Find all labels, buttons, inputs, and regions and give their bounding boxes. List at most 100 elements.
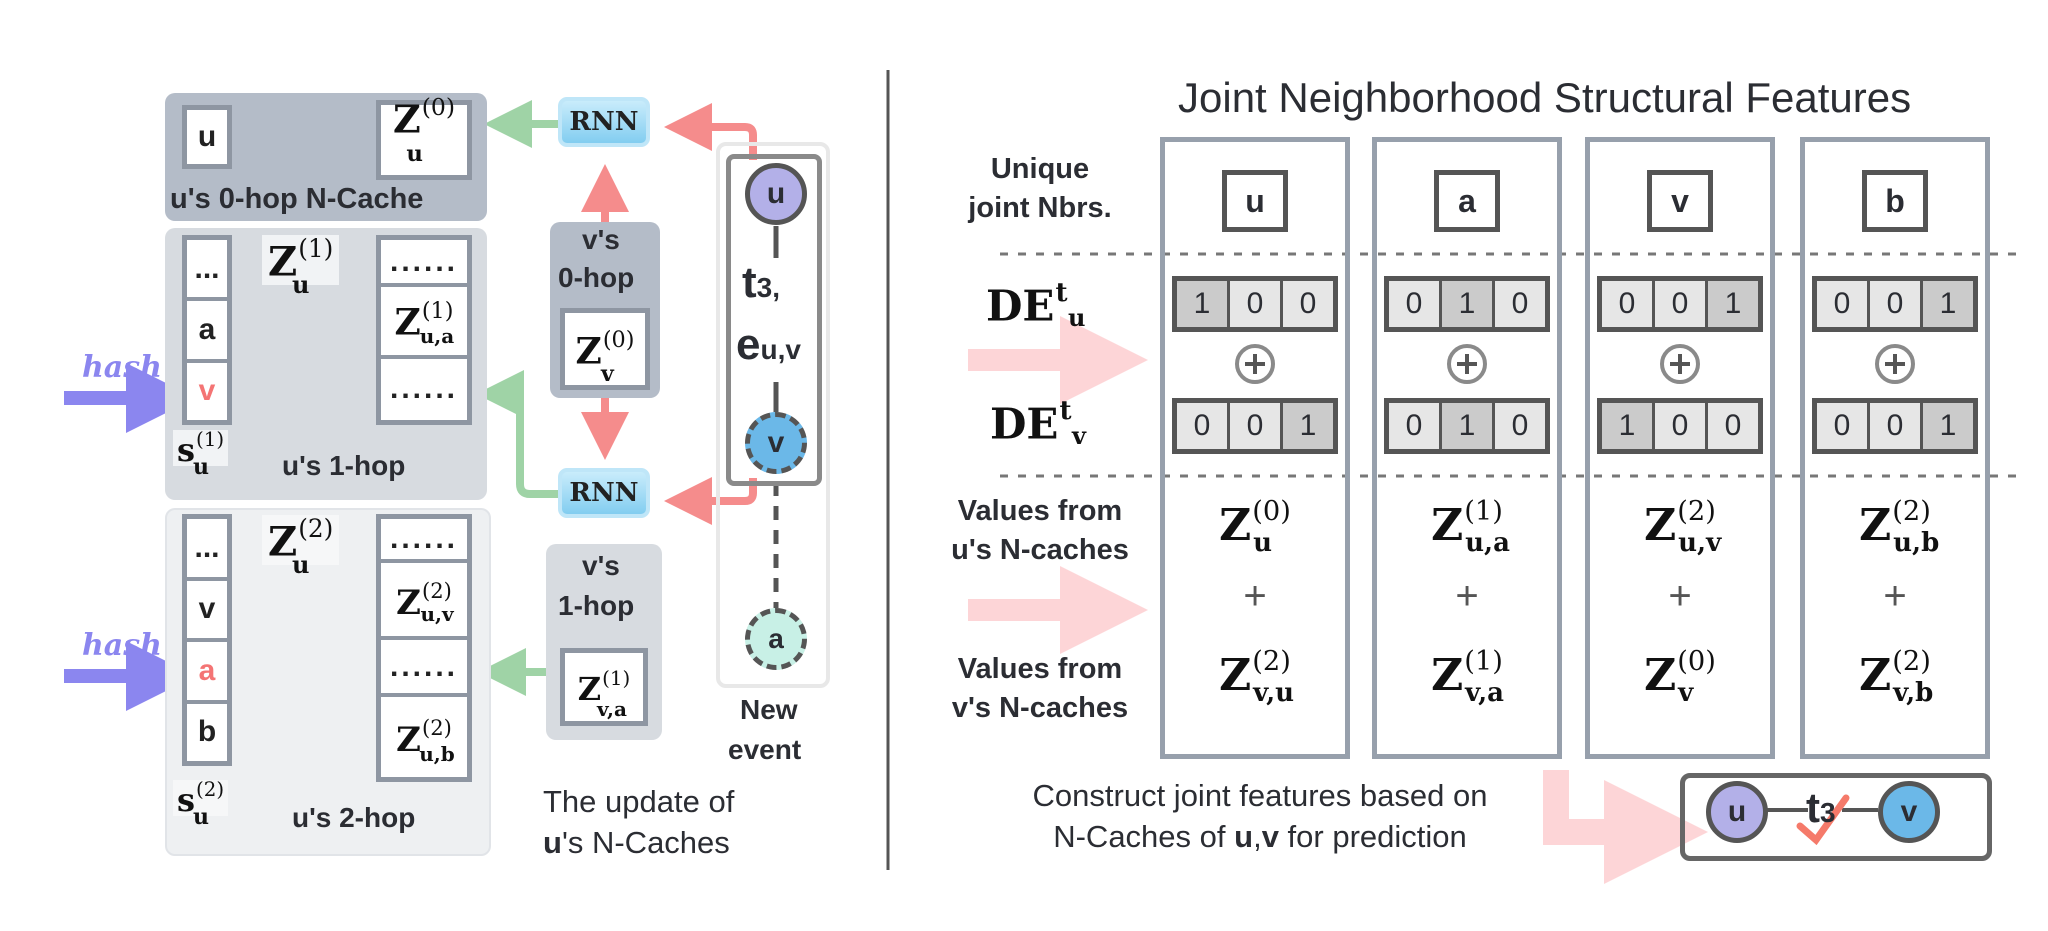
vector-cell: 1 (1923, 281, 1973, 327)
hop2-key-stack: ... v a b (182, 514, 232, 766)
feature-column-u (1160, 137, 1350, 759)
hop2-table-label: Z(2)u (262, 515, 340, 577)
prediction-box (1680, 773, 1992, 861)
hop1-hash-label: s(1)u (173, 430, 229, 478)
new-event-edge-frame (726, 154, 822, 486)
vector-cell: 0 (1817, 281, 1867, 327)
v0hop-line1: v's (582, 224, 620, 255)
column-node-b: b (1862, 170, 1928, 232)
hop2-key: ... (187, 519, 227, 577)
v1hop-value-cell: Z(1) v,a (560, 648, 648, 726)
hop1-title: u's 1-hop (282, 450, 406, 481)
concat-oplus-icon (1447, 344, 1487, 384)
hop1-value: ...... (381, 358, 467, 420)
hop1-value: ...... (381, 240, 467, 283)
z-v-value: Z(1)v,a (1431, 646, 1505, 709)
vector-cell: 1 (1442, 403, 1492, 449)
column-node-v: v (1647, 170, 1713, 232)
feature-column-b (1800, 137, 1990, 759)
hop1-value-stack: ...... Z(1) u,a ...... (376, 235, 472, 425)
prediction-node-u: u (1706, 781, 1768, 843)
hash-label-hop1: hash (82, 350, 162, 385)
hop2-key-hashed: a (187, 642, 227, 700)
left-caption: The update of u's N-Caches (543, 784, 735, 860)
hop1-key: ... (187, 240, 227, 298)
hop1-value: Z(1) u,a (381, 287, 467, 355)
vector-cell: 1 (1283, 403, 1333, 449)
vector-cell: 0 (1602, 281, 1652, 327)
hop2-value: Z(2) u,b (381, 697, 467, 777)
right-title: Joint Neighborhood Structural Features (1178, 74, 1912, 121)
vector-cell: 0 (1870, 281, 1920, 327)
v1hop-line2: 1-hop (558, 590, 635, 621)
vector-cell: 0 (1817, 403, 1867, 449)
vector-cell: 0 (1655, 403, 1705, 449)
event-edge-feature-label: eu,v (736, 320, 801, 369)
vector-cell: 0 (1708, 403, 1758, 449)
column-node-u: u (1222, 170, 1288, 232)
feature-column-a (1372, 137, 1562, 759)
pink-arrow-to-prediction (1543, 770, 1708, 884)
hop2-value: Z(2) u,v (381, 562, 467, 637)
hop1-key: a (187, 301, 227, 359)
z-u-value: Z(0)u (1219, 496, 1291, 559)
vector-cell: 0 (1495, 403, 1545, 449)
check-mark-icon (1796, 794, 1850, 846)
z-v-value: Z(2)v,b (1859, 646, 1934, 709)
vector-cell: 1 (1923, 403, 1973, 449)
event-node-u: u (745, 163, 807, 225)
v1hop-line1: v's (582, 550, 620, 581)
prediction-time-label: t3 (1806, 784, 1836, 831)
feature-column-v (1585, 137, 1775, 759)
hop2-value-stack: ...... Z(2) u,v ...... Z(2) u,b (376, 514, 472, 782)
rnn-top: RNN (558, 97, 650, 147)
v0hop-value-cell: Z(0) v (560, 308, 650, 390)
concat-oplus-icon (1235, 344, 1275, 384)
green-arrow-rnn-bottom-to-hop1 (476, 370, 562, 498)
z-u-value: Z(1)u,a (1431, 496, 1510, 559)
hop1-table-label: Z(1)u (262, 235, 340, 297)
hop2-value: ...... (381, 640, 467, 694)
right-caption: Construct joint features based on N-Cach… (1032, 778, 1488, 854)
new-event-outer-frame (716, 142, 830, 688)
vector-cell: 0 (1230, 281, 1280, 327)
v0hop-line2: 0-hop (558, 262, 635, 293)
plus-sign: + (1455, 574, 1479, 618)
vector-cell: 0 (1283, 281, 1333, 327)
red-arrow-event-to-rnn-top (664, 103, 757, 160)
hop1-key-stack: ... a v (182, 235, 232, 425)
plus-sign: + (1668, 574, 1692, 618)
plus-sign: + (1243, 574, 1267, 618)
concat-oplus-icon (1875, 344, 1915, 384)
rnn-bottom: RNN (558, 468, 650, 518)
vector-cell: 0 (1389, 281, 1439, 327)
z-u-value: Z(2)u,v (1644, 496, 1722, 559)
vector-cell: 0 (1230, 403, 1280, 449)
vector-cell: 1 (1177, 281, 1227, 327)
hop2-hash-label: s(2)u (173, 780, 229, 828)
vector-cell: 1 (1602, 403, 1652, 449)
z-u-value: Z(2)u,b (1859, 496, 1940, 559)
vector-cell: 0 (1177, 403, 1227, 449)
event-time-label: t3, (742, 258, 781, 307)
hop0-title: u's 0-hop N-Cache (170, 183, 424, 215)
plus-sign: + (1883, 574, 1907, 618)
hop0-value-cell: Z(0)u (376, 96, 472, 180)
column-node-a: a (1434, 170, 1500, 232)
hop2-key: b (187, 703, 227, 761)
vector-cell: 0 (1870, 403, 1920, 449)
hop0-key-cell: u (182, 105, 232, 169)
vector-cell: 1 (1442, 281, 1492, 327)
z-v-value: Z(0)v (1644, 646, 1716, 709)
new-event-caption-line1: New (740, 694, 798, 725)
concat-oplus-icon (1660, 344, 1700, 384)
